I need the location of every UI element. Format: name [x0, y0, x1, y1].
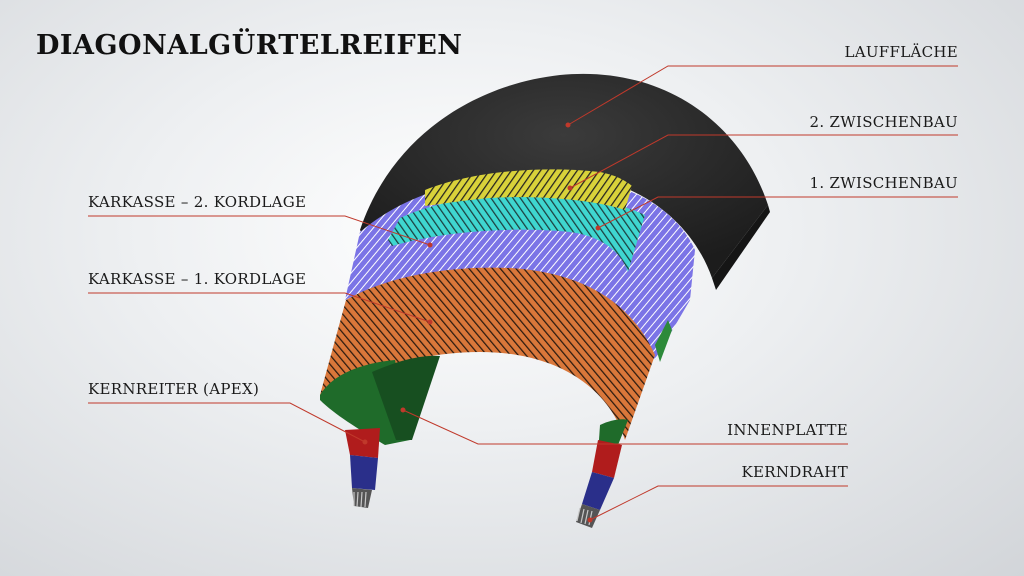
leader-lines	[88, 65, 958, 523]
label-kernreiter: KERNREITER (APEX)	[88, 380, 260, 398]
left-bead	[345, 428, 380, 508]
leader-kernreiter	[88, 402, 366, 443]
label-kerndraht: KERNDRAHT	[741, 463, 848, 481]
leader-kerndraht	[589, 485, 848, 521]
label-innenplatte: INNENPLATTE	[727, 421, 848, 439]
leader-innenplatte	[402, 409, 848, 445]
label-karkasse-2: KARKASSE – 2. KORDLAGE	[88, 193, 307, 211]
zwischenbau-2-layer	[425, 169, 632, 210]
leader-karkasse1	[88, 292, 431, 323]
right-bead	[576, 440, 622, 528]
label-lauffläche: LAUFFLÄCHE	[844, 43, 958, 61]
label-zwischenbau-2: 2. ZWISCHENBAU	[809, 113, 958, 131]
label-zwischenbau-1: 1. ZWISCHENBAU	[809, 174, 958, 192]
tread-layer	[360, 73, 770, 290]
karkasse-1-layer	[320, 267, 655, 440]
zwischenbau-1-layer	[388, 194, 645, 272]
innenplatte-layer	[320, 320, 672, 460]
leader-zwischenbau2	[569, 134, 958, 189]
diagram-title: DIAGONALGÜRTELREIFEN	[36, 30, 463, 61]
leader-zwischenbau1	[597, 196, 958, 229]
label-karkasse-1: KARKASSE – 1. KORDLAGE	[88, 270, 307, 288]
leader-karkasse2	[88, 215, 431, 246]
leader-lauffläche	[567, 65, 958, 126]
